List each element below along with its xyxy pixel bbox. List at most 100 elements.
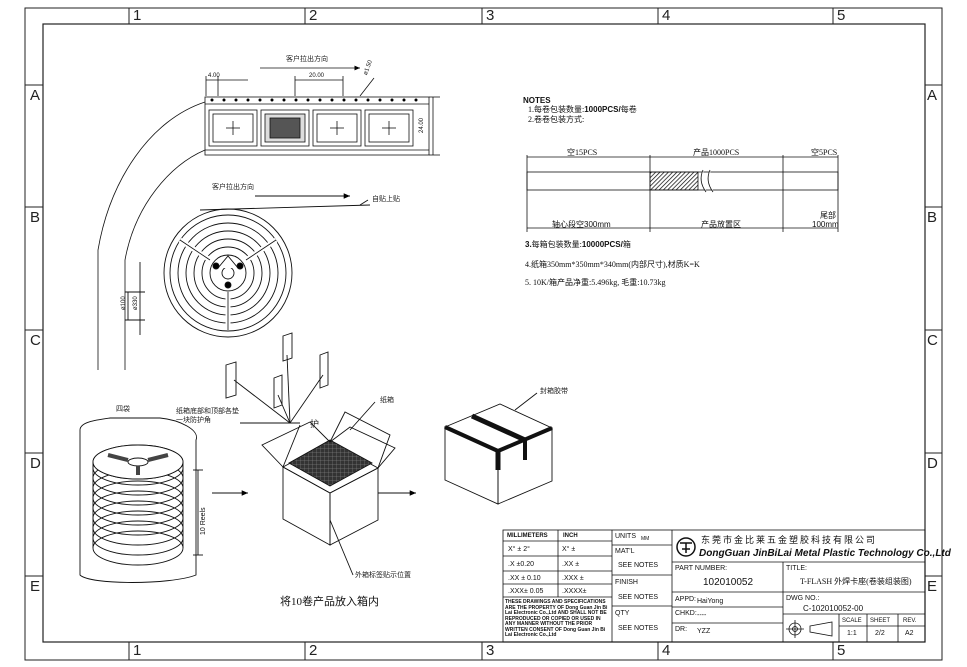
outer-label-position: 外箱标签贴示位置 <box>355 571 411 579</box>
seal-tape-label: 封箱胶带 <box>540 387 568 395</box>
corner-protector-label: 纸箱底部和顶部各垫 一块防护角 <box>176 407 239 424</box>
tape-end-label: 自贴上贴 <box>372 195 400 203</box>
tol-3-mm: .XXX± 0.05 <box>508 588 544 595</box>
zone-left-c: C <box>30 332 41 349</box>
tol-1-in: .XX ± <box>562 561 580 568</box>
zone-top-3: 3 <box>486 7 495 24</box>
tol-3-in: .XXXX± <box>562 588 587 595</box>
hub-dia-dim: ø100 <box>121 296 127 310</box>
part-number-label: PART NUMBER: <box>675 565 728 572</box>
zone-right-b: B <box>927 209 938 226</box>
note-3: 3.每箱包装数量:10000PCS/箱 <box>525 241 631 249</box>
note-3-text: 每箱包装数量: <box>531 240 582 249</box>
reel-view <box>125 193 371 338</box>
appd-value: HaiYong <box>697 598 724 605</box>
tol-2-mm: .XX ± 0.10 <box>508 575 541 582</box>
units-value: MM <box>641 536 650 542</box>
chkd-label: CHKD: <box>675 610 697 617</box>
seg-leader-label: 轴心段空 <box>552 220 584 229</box>
sealed-carton <box>443 392 554 505</box>
title-value: T-FLASH 外焊卡座(卷装组装图) <box>800 577 912 586</box>
carton-label: 纸箱 <box>380 396 394 404</box>
qty-label: QTY <box>615 610 630 617</box>
zone-bottom-1: 1 <box>133 642 142 659</box>
zone-bottom-2: 2 <box>309 642 318 659</box>
scale-value: 1:1 <box>847 630 857 637</box>
property-disclaimer: THESE DRAWINGS AND SPECIFICATIONS ARE TH… <box>505 599 608 638</box>
carrier-tape <box>97 65 440 370</box>
pitch-large-dim: 20.00 <box>309 73 325 79</box>
tape-width-dim: 24.00 <box>419 117 425 133</box>
note-3-suffix: 箱 <box>622 240 631 249</box>
company-name-cn: 东莞市金比莱五金塑胶科技有限公司 <box>701 535 878 545</box>
dr-label: DR: <box>675 626 688 633</box>
qty-value: SEE NOTES <box>618 625 659 632</box>
notes-title: NOTES <box>523 96 551 105</box>
hdr-millimeters: MILLIMETERS <box>507 533 548 539</box>
zone-left-b: B <box>30 209 41 226</box>
note-3-prefix: 3. <box>525 240 532 249</box>
zone-top-5: 5 <box>837 7 846 24</box>
seg-empty-tail: 空5PCS <box>811 148 838 157</box>
note-1: 1.每卷包装数量:1000PCS/每卷 <box>528 106 637 114</box>
zone-right-a: A <box>927 87 938 104</box>
zone-left-e: E <box>30 578 41 595</box>
tol-2-in: .XXX ± <box>562 575 584 582</box>
zone-top-4: 4 <box>662 7 671 24</box>
tol-1-mm: .X ±0.20 <box>508 561 535 568</box>
seg-leader-value: 300mm <box>584 220 611 229</box>
dwg-no-label: DWG NO.: <box>786 595 820 602</box>
sheet-value: 2/2 <box>875 630 885 637</box>
company-name-en: DongGuan JinBiLai Metal Plastic Technolo… <box>699 548 951 559</box>
units-label: UNITS <box>615 533 636 540</box>
zone-bottom-5: 5 <box>837 642 846 659</box>
ten-reels-label: 10 Reels <box>200 507 207 535</box>
rev-value: A2 <box>905 630 914 637</box>
note-1-bold: 1000PCS/ <box>584 105 621 114</box>
note-3-bold: 10000PCS/ <box>581 240 623 249</box>
zone-left-d: D <box>30 455 41 472</box>
tol-angle-in: X° ± <box>562 546 576 553</box>
scale-label: SCALE <box>842 618 862 624</box>
dwg-no-value: C-102010052-00 <box>803 604 864 613</box>
seg-tail-label: 尾部 <box>820 211 836 220</box>
protect-label: 护 <box>310 419 320 429</box>
chkd-value: ---- <box>697 612 707 619</box>
zone-right-e: E <box>927 578 938 595</box>
reel-dia-dim: ø330 <box>133 296 139 310</box>
zone-left-a: A <box>30 87 41 104</box>
seg-product-area: 产品放置区 <box>701 220 741 229</box>
pull-direction-label-2: 客户拉出方向 <box>212 183 254 191</box>
pull-direction-label-1: 客户拉出方向 <box>286 55 328 63</box>
title-label: TITLE: <box>786 565 808 572</box>
note-1-suffix: 每卷 <box>620 105 637 114</box>
seg-tail-value: 100mm <box>812 220 839 229</box>
reel-stack-bag <box>79 417 248 583</box>
zone-top-2: 2 <box>309 7 318 24</box>
pitch-small-dim: 4.00 <box>208 73 220 79</box>
zone-bottom-4: 4 <box>662 642 671 659</box>
zone-right-c: C <box>927 332 938 349</box>
bag-label: 四袋 <box>116 405 130 413</box>
appd-label: APPD: <box>675 596 697 603</box>
finish-value: SEE NOTES <box>618 594 659 601</box>
note-4: 4.纸箱350mm*350mm*340mm(内部尺寸),材质K=K <box>525 260 700 269</box>
assembly-caption: 将10卷产品放入箱内 <box>280 596 379 608</box>
seg-empty-lead: 空15PCS <box>567 148 598 157</box>
open-carton <box>225 332 416 576</box>
title-block <box>502 529 926 643</box>
seg-leader: 轴心段空300mm <box>552 221 611 229</box>
rev-label: REV. <box>903 618 917 624</box>
note-1-prefix: 1.每卷包装数量: <box>528 105 585 114</box>
finish-label: FINISH <box>615 579 638 586</box>
hdr-inch: INCH <box>563 533 578 539</box>
part-number-value: 102010052 <box>703 577 754 588</box>
zone-top-1: 1 <box>133 7 142 24</box>
frame <box>24 7 943 661</box>
note-5: 5. 10K/箱产品净重:5.496kg, 毛重:10.73kg <box>525 278 666 287</box>
tol-angle-mm: X° ± 2° <box>508 546 530 553</box>
dr-value: YZZ <box>697 628 711 635</box>
matl-label: MAT'L <box>615 548 635 555</box>
